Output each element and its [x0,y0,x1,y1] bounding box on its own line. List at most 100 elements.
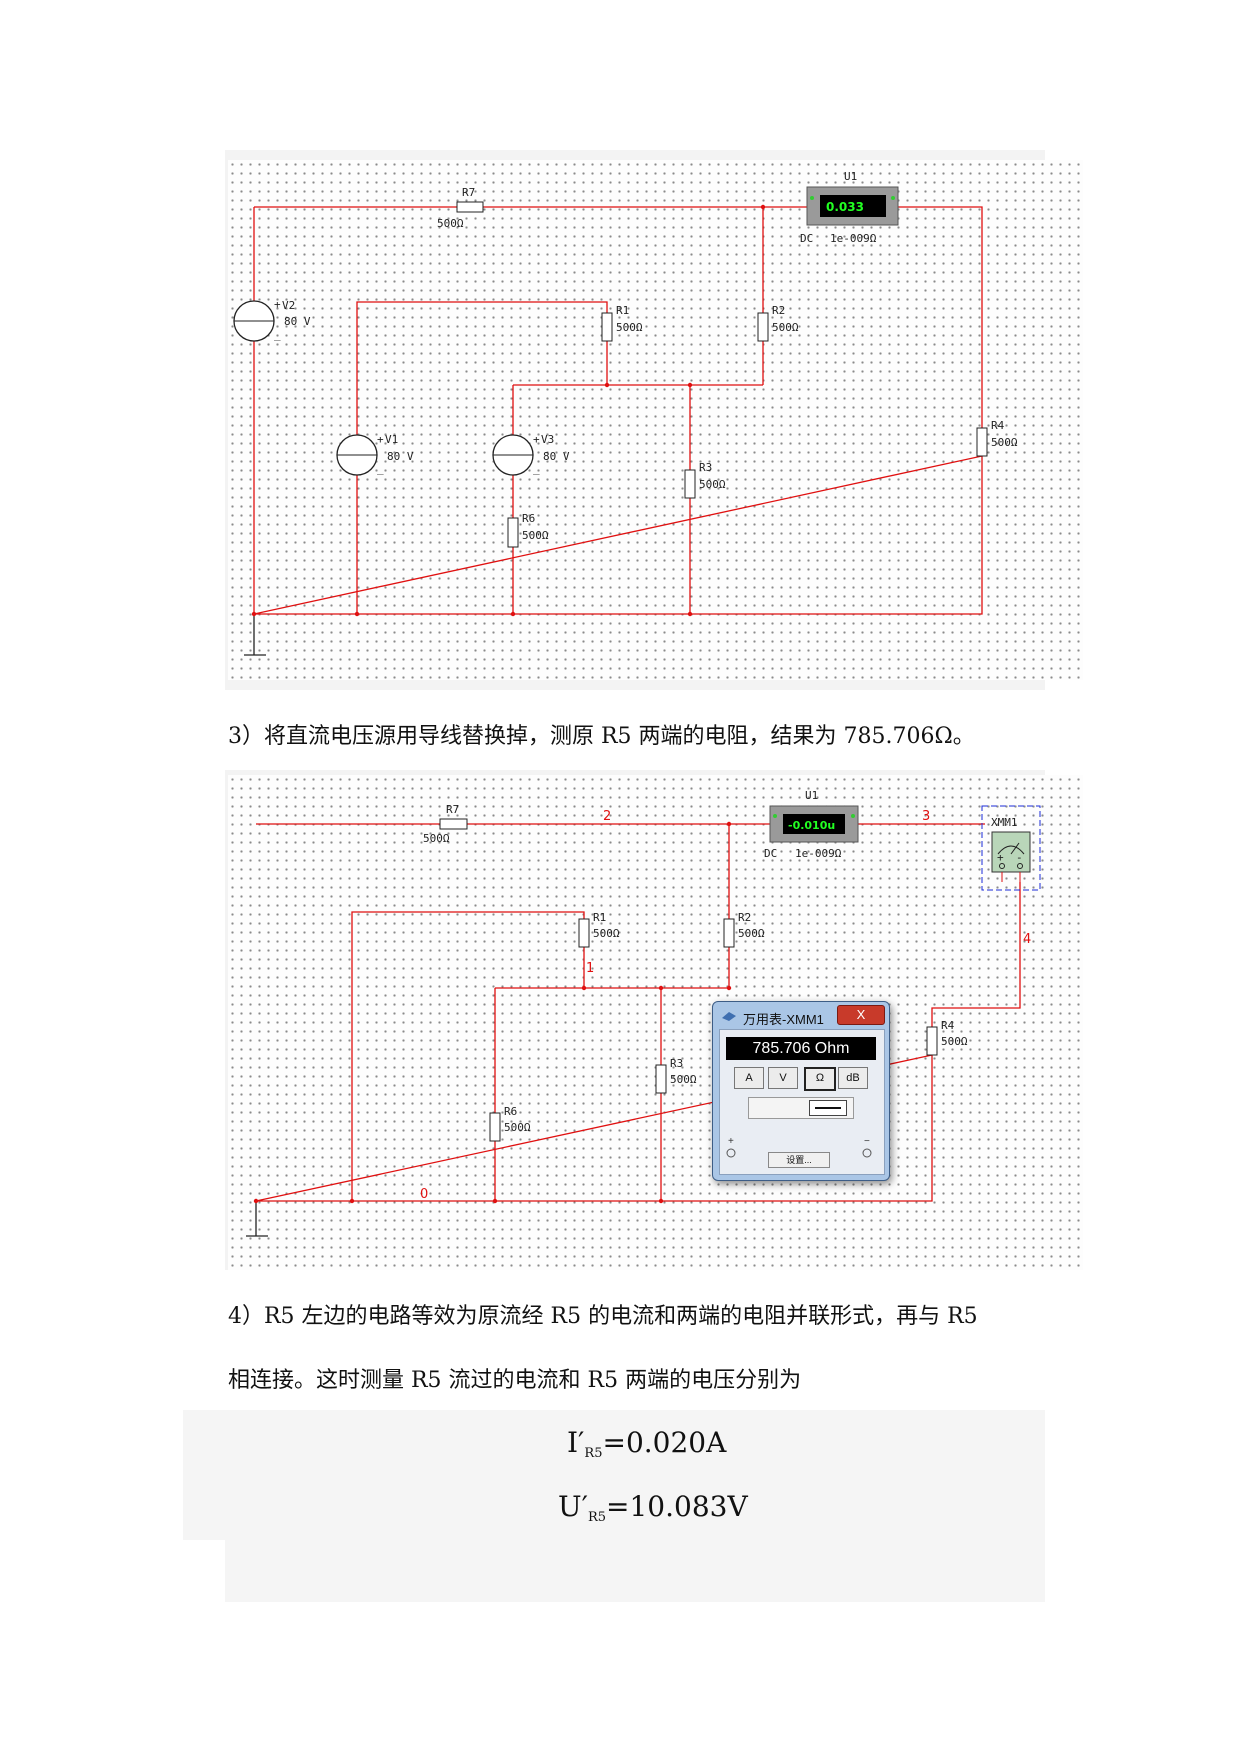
c1-r1-value: 500Ω [616,321,643,334]
formula-current-sub: R5 [584,1446,603,1461]
formula-voltage: U′R5=10.083V [558,1490,748,1525]
formula-current-symbol: I′ [567,1426,585,1459]
c1-v2-minus: _ [274,328,281,341]
c2-r4-value: 500Ω [941,1035,968,1048]
c1-v1-plus: + [377,433,384,446]
c1-v1-minus: _ [377,462,384,475]
circuit2-schematic: 0 1 2 3 4 R7 500Ω R1 500Ω R2 500Ω R3 500… [246,789,1041,1237]
multimeter-window-icon [722,1012,736,1021]
c2-r6-name: R6 [504,1105,517,1118]
circuit1-schematic: R7 500Ω R1 500Ω R2 500Ω R3 500Ω R4 500Ω … [233,170,1018,656]
c1-v3-plus: + [533,433,540,446]
c2-multimeter-name: XMM1 [991,816,1018,829]
formula-voltage-symbol: U′ [558,1490,588,1523]
multimeter-dialog[interactable]: 万用表-XMM1 X 785.706 Ohm A V Ω dB + − 设置..… [712,1001,890,1181]
c1-ammeter-name: U1 [844,170,857,183]
circuit1-junctions [251,204,766,617]
c2-r2-value: 500Ω [738,927,765,940]
decibel-mode-button[interactable]: dB [838,1067,868,1089]
c1-r3-name: R3 [699,461,712,474]
c1-v1-name: V1 [385,433,398,446]
c2-ammeter-mode: DC [764,847,777,860]
c1-r7-name: R7 [462,186,475,199]
formula-voltage-value: =10.083V [606,1490,748,1523]
paragraph-3: 3）将直流电压源用导线替换掉，测原 R5 两端的电阻，结果为 785.706Ω。 [228,718,975,750]
c1-r1-name: R1 [616,304,629,317]
bottom-panel [225,1540,1045,1602]
c2-ammeter[interactable] [769,805,859,843]
c1-v2-plus: + [274,298,281,311]
multimeter-dialog-body: 785.706 Ohm A V Ω dB + − 设置... [719,1029,885,1175]
signal-mode-selector [748,1097,854,1119]
multimeter-dialog-title: 万用表-XMM1 [743,1012,824,1027]
c2-r2-body[interactable] [723,918,735,948]
close-button[interactable]: X [837,1005,885,1025]
c1-r4-body[interactable] [976,427,988,457]
c2-wire-label-2: 2 [603,809,611,824]
c1-r2-value: 500Ω [772,321,799,334]
c1-r3-body[interactable] [684,469,696,499]
paragraph-4-line-2: 相连接。这时测量 R5 流过的电流和 R5 两端的电压分别为 [228,1368,802,1393]
dc-mode-button[interactable] [809,1100,847,1116]
c1-v3-minus: _ [533,462,540,475]
c1-ammeter[interactable] [806,186,899,226]
circuit1-grid [228,160,1083,680]
c2-wire-label-3: 3 [922,809,930,824]
paragraph-3-end: 。 [952,724,975,749]
c2-r7-value: 500Ω [423,832,450,845]
c2-ammeter-reading: -0.010u [788,819,835,832]
c2-r7-body[interactable] [439,818,468,830]
c1-v3-source[interactable] [492,434,534,476]
circuit2-grid [228,775,1083,1270]
c2-r1-body[interactable] [578,918,590,948]
c2-r2-name: R2 [738,911,751,924]
formula-voltage-sub: R5 [587,1510,607,1525]
c2-multimeter-minus: - [1016,851,1023,864]
c1-v2-value: 80 V [284,315,311,328]
c2-ammeter-resistance: 1e-009Ω [795,847,842,860]
c1-ammeter-mode: DC [800,232,813,245]
formula-current: I′R5=0.020A [567,1426,726,1461]
c1-r6-body[interactable] [507,517,519,548]
voltmeter-mode-button[interactable]: V [768,1067,798,1089]
c1-r6-value: 500Ω [522,529,549,542]
dc-line-icon [815,1107,841,1109]
c1-r2-name: R2 [772,304,785,317]
c1-ammeter-resistance: 1e-009Ω [830,232,877,245]
c1-v2-name: V2 [282,299,295,312]
c2-wire-label-4: 4 [1023,932,1031,947]
c2-r4-body[interactable] [926,1026,938,1056]
minus-terminal-icon[interactable] [862,1148,872,1158]
c2-wire-label-1: 1 [586,961,594,976]
c1-v1-value: 80 V [387,450,414,463]
c1-r6-name: R6 [522,512,535,525]
c1-r1-body[interactable] [601,312,613,342]
circuit2-wires [246,823,1021,1237]
c2-r1-name: R1 [593,911,606,924]
c1-v3-name: V3 [541,433,554,446]
c2-multimeter-plus: + [997,851,1004,864]
c1-v1-source[interactable] [336,434,378,476]
c1-r7-body[interactable] [456,201,484,213]
c1-r7-value: 500Ω [437,217,464,230]
ammeter-mode-button[interactable]: A [734,1067,764,1089]
paragraph-4-line-1: 4）R5 左边的电路等效为原流经 R5 的电流和两端的电阻并联形式，再与 R5 [228,1304,978,1329]
paragraph-3-text: 3）将直流电压源用导线替换掉，测原 R5 两端的电阻，结果为 [228,724,844,749]
c2-multimeter[interactable] [981,805,1041,891]
c2-r6-value: 500Ω [504,1121,531,1134]
c1-r2-body[interactable] [757,312,769,342]
c2-r3-name: R3 [670,1057,683,1070]
c2-r6-body[interactable] [489,1112,501,1142]
c1-r4-value: 500Ω [991,436,1018,449]
settings-button[interactable]: 设置... [768,1152,830,1168]
formula-current-value: =0.020A [602,1426,727,1459]
multimeter-mode-buttons: A V Ω dB [726,1067,876,1091]
plus-terminal-icon[interactable] [726,1148,736,1158]
c2-r3-value: 500Ω [670,1073,697,1086]
minus-terminal-label: − [864,1136,870,1147]
c1-v2-source[interactable] [233,300,275,342]
c2-r3-body[interactable] [655,1064,667,1094]
c2-r4-name: R4 [941,1019,955,1032]
c2-ammeter-name: U1 [805,789,818,802]
ohmmeter-mode-button[interactable]: Ω [804,1067,836,1091]
